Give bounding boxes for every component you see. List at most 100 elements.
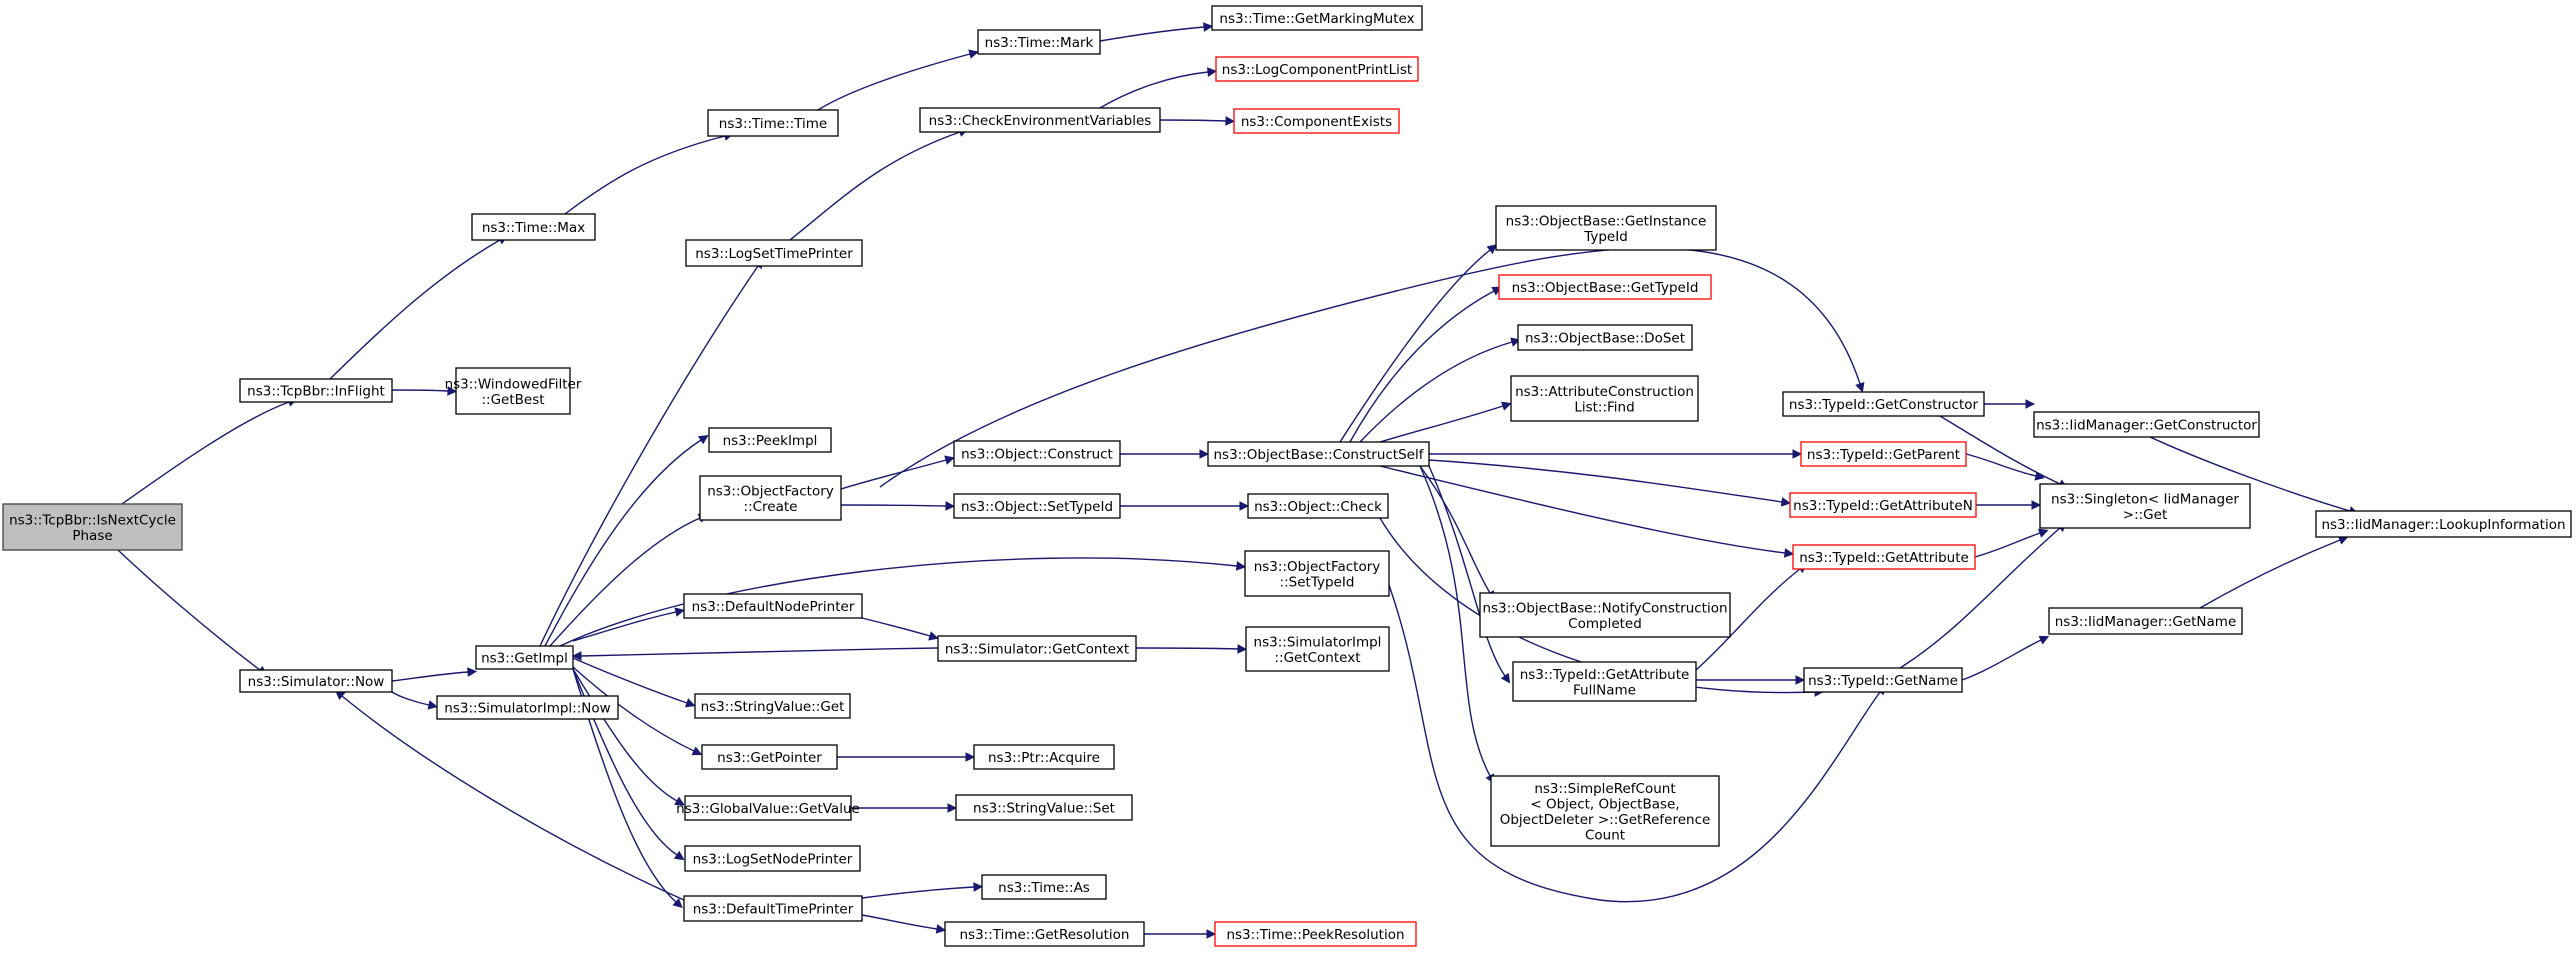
function-node[interactable]: ns3::StringValue::Get [694,693,851,719]
arrowhead-icon [467,667,478,677]
node-box [1517,324,1693,351]
function-node[interactable]: ns3::Simulator::GetContext [937,635,1137,662]
function-node[interactable]: ns3::ObjectBase::NotifyConstructionCompl… [1479,592,1731,638]
arrowhead-icon [1780,497,1792,507]
edge-line [1359,341,1513,443]
node-box [239,669,393,693]
arrowhead-icon [928,631,939,641]
node-box [455,367,571,415]
edge-n6-to-n7 [817,49,979,111]
function-node[interactable]: ns3::CheckEnvironmentVariables [919,107,1161,133]
function-node[interactable]: ns3::ObjectBase::ConstructSelf [1207,441,1430,467]
function-node[interactable]: ns3::GetPointer [701,744,838,770]
edge-n44-to-n46 [1696,675,1806,685]
function-node[interactable]: ns3::Simulator::Now [239,669,393,693]
edge-n19-to-n44 [1428,465,1511,684]
function-node[interactable]: ns3::TypeId::GetConstructor [1782,391,1985,417]
edge-line [549,517,701,647]
node-label: ns3::TypeId::GetConstructor [1789,397,1979,413]
arrowhead-icon [1206,67,1218,77]
function-node[interactable]: ns3::SimulatorImpl::GetContext [1245,626,1390,672]
function-node[interactable]: ns3::ObjectBase::DoSet [1517,324,1693,351]
edge-n23-to-n9 [571,647,939,661]
function-node[interactable]: ns3::IidManager::LookupInformation [2315,510,2572,538]
edge-n12-to-n14 [1159,116,1236,126]
function-node[interactable]: ns3::Ptr::Acquire [973,744,1115,770]
node-label: ns3::ObjectBase::GetInstance [1506,213,1707,229]
node-label: ns3::Time::GetMarkingMutex [1219,11,1414,27]
node-box [977,29,1101,55]
node-box [1233,108,1400,134]
node-label: ::GetContext [1274,650,1360,666]
function-node[interactable]: ns3::IidManager::GetConstructor [2033,411,2260,438]
function-node[interactable]: ns3::DefaultTimePrinter [683,895,863,922]
arrowhead-icon [1792,449,1803,459]
function-node[interactable]: ns3::Object::SetTypeId [953,493,1121,519]
arrowhead-icon [672,898,683,909]
function-node[interactable]: ns3::DefaultNodePrinter [683,593,863,619]
node-box [699,475,842,521]
function-node[interactable]: ns3::TypeId::GetAttributeN [1789,492,1977,518]
node-label: ns3::TypeId::GetAttributeN [1793,498,1973,514]
node-box [1207,441,1430,467]
function-node[interactable]: ns3::Object::Check [1247,493,1389,519]
function-node[interactable]: ns3::Time::As [981,874,1107,900]
arrowhead-icon [1501,401,1512,411]
function-node[interactable]: ns3::GetImpl [475,645,574,670]
function-node[interactable]: ns3::SimulatorImpl::Now [436,695,619,720]
function-node[interactable]: ns3::Time::GetMarkingMutex [1211,5,1423,31]
edge-n9-to-n21 [559,557,1247,647]
node-label: ::GetBest [481,392,544,408]
node-box [1211,5,1423,31]
function-node[interactable]: ns3::Singleton< IidManager >::Get [2039,483,2251,529]
node-box [1510,375,1699,422]
function-node[interactable]: ns3::StringValue::Set [955,794,1133,821]
node-label: ns3::GetPointer [717,750,822,766]
function-node[interactable]: ns3::Object::Construct [953,440,1121,467]
edge-n26-to-n27 [837,752,976,762]
node-box [436,695,619,720]
function-node[interactable]: ns3::TypeId::GetName [1803,667,1963,693]
function-node[interactable]: ns3::ObjectFactory::Create [699,475,842,521]
function-node[interactable]: ns3::LogSetNodePrinter [684,845,861,872]
function-node[interactable]: ns3::GlobalValue::GetValue [676,795,860,821]
node-box [1512,661,1697,702]
node-label: ns3::SimpleRefCount [1534,781,1675,797]
edge-line [539,265,759,647]
function-node[interactable]: ns3::ComponentExists [1233,108,1400,134]
function-node[interactable]: ns3::Time::Mark [977,29,1101,55]
function-node[interactable]: ns3::ObjectBase::GetTypeId [1498,274,1712,300]
function-node[interactable]: ns3::LogComponentPrintList [1215,56,1419,82]
function-node[interactable]: ns3::PeekImpl [708,427,832,453]
node-label: ns3::GetImpl [481,651,568,667]
function-node[interactable]: ns3::Time::Max [471,213,596,241]
edge-n9-to-n16 [549,513,709,647]
edge-n46-to-n49 [1961,635,2050,681]
function-node[interactable]: ns3::SimpleRefCount< Object, ObjectBase,… [1490,775,1720,847]
edge-line [117,549,261,671]
edge-n42-to-n48 [1974,528,2049,558]
function-node[interactable]: ns3::ObjectFactory::SetTypeId [1244,550,1390,597]
function-node[interactable]: ns3::Time::PeekResolution [1214,921,1417,947]
edge-n19-to-n36 [1349,286,1503,443]
node-label: ns3::ObjectBase::NotifyConstruction [1482,600,1727,616]
function-node[interactable]: ns3::LogSetTimePrinter [685,239,863,267]
node-box [683,593,863,619]
function-node[interactable]: ns3::IidManager::GetName [2048,607,2243,635]
node-label: ns3::ObjectFactory [1254,559,1381,575]
edge-line [580,647,939,657]
edge-line [1099,26,1205,42]
edge-line [861,617,931,637]
arrowhead-icon [973,882,984,892]
function-node[interactable]: ns3::Time::Time [707,109,839,137]
function-node[interactable]: ns3::Time::GetResolution [944,921,1145,947]
function-node[interactable]: ns3::WindowedFilter::GetBest [445,367,582,415]
function-node[interactable]: ns3::TcpBbr::InFlight [239,378,393,403]
edge-n31-to-n33 [861,914,947,934]
function-node[interactable]: ns3::TypeId::GetAttribute [1792,544,1976,570]
function-node[interactable]: ns3::TypeId::GetParent [1800,441,1967,467]
